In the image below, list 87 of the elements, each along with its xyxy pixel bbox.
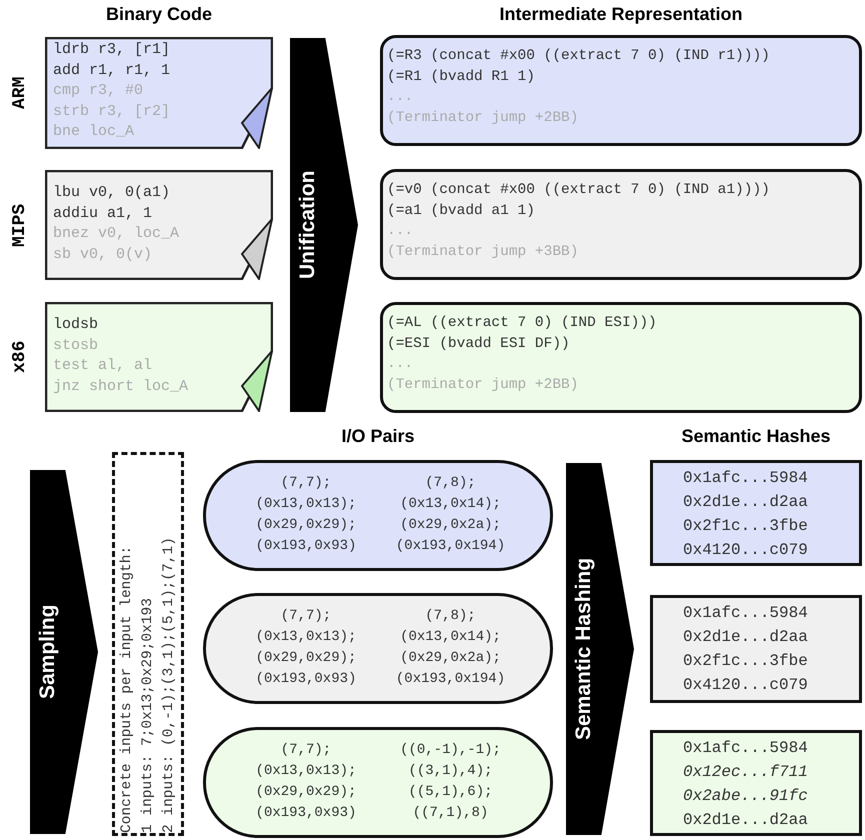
hash-value: 0x1afc...5984 (683, 739, 808, 757)
code-line: bne loc_A (53, 123, 134, 140)
hash-value: 0x1afc...5984 (683, 469, 808, 487)
value-pair: (0x13,0x13); (254, 629, 358, 645)
value-pair: (0x13,0x13); (254, 763, 358, 779)
stage-label: Unification (296, 170, 320, 282)
value-pair: ((5,1),6); (407, 784, 494, 800)
value-pair: (0x29,0x29); (254, 784, 358, 800)
value-pair: (7,8); (424, 608, 477, 624)
column-heading: I/O Pairs (340, 426, 416, 447)
code-line: (=AL ((extract 7 0) (IND ESI))) (387, 315, 657, 331)
code-line: stosb (53, 336, 98, 354)
value-pair: (0x193,0x194) (394, 538, 506, 554)
note-text: 2 inputs: (0,-1);(3,1);(5,1);(7,1) (160, 536, 178, 833)
code-line: ... (387, 356, 414, 372)
code-line: lbu v0, 0(a1) (53, 184, 170, 201)
column-heading: Binary Code (104, 4, 214, 25)
code-line: ... (387, 89, 414, 105)
value-pair: (0x29,0x29); (254, 650, 358, 666)
ir-card (380, 35, 862, 146)
value-pair: (0x193,0x93) (254, 805, 358, 821)
row-label: ARM (10, 76, 30, 112)
value-pair: (0x29,0x29); (254, 517, 358, 533)
value-pair: (7,7); (280, 608, 332, 624)
row-label: x86 (10, 340, 30, 376)
code-listing-card (45, 170, 273, 280)
code-listing-card (45, 302, 273, 412)
dashed-frame (112, 452, 184, 836)
value-pair: (0x13,0x13); (254, 496, 358, 512)
hash-value: 0x2d1e...d2aa (683, 493, 808, 511)
note-text: Concrete inputs per input length: (118, 544, 136, 833)
value-pair: (0x13,0x14); (399, 629, 502, 645)
code-line: cmp r3, #0 (53, 82, 144, 99)
code-line: (=a1 (bvadd a1 1) (387, 202, 535, 218)
code-line: (=R3 (concat #x00 ((extract 7 0) (IND r1)))) (387, 48, 770, 64)
code-line: add r1, r1, 1 (53, 62, 170, 78)
value-pair: (0x29,0x2a); (399, 650, 502, 666)
column-heading: Semantic Hashes (680, 426, 832, 447)
hash-value: 0x4120...c079 (683, 676, 808, 694)
code-line: (=ESI (bvadd ESI DF)) (387, 336, 570, 352)
code-line: sb v0, 0(v) (53, 246, 152, 262)
value-pair: ((7,1),8) (412, 805, 490, 821)
ir-card (380, 169, 862, 280)
code-line: bnez v0, loc_A (53, 225, 180, 242)
value-pair: (0x29,0x2a); (399, 517, 502, 533)
code-line: (Terminator jump +2BB) (387, 376, 578, 392)
code-listing-card (45, 37, 273, 149)
value-pair: (0x193,0x93) (254, 538, 358, 554)
hash-value: 0x12ec...f711 (683, 763, 808, 781)
process-arrow (30, 470, 98, 834)
code-line: test al, al (53, 357, 152, 374)
code-line: lodsb (53, 316, 98, 333)
note-text: 1 inputs: 7;0x13;0x29;0x193 (139, 597, 157, 833)
ir-card (380, 302, 862, 413)
value-pair: ((0,-1),-1); (399, 742, 502, 758)
row-label: MIPS (10, 202, 30, 249)
stage-label: Semantic Hashing (572, 556, 596, 742)
hash-value: 0x2abe...91fc (683, 787, 808, 805)
process-arrow (566, 463, 634, 835)
value-pair: (7,7); (280, 742, 332, 758)
hash-value: 0x4120...c079 (683, 541, 808, 559)
stage-label: Sampling (36, 604, 60, 702)
code-line: jnz short loc_A (53, 378, 188, 394)
hash-value: 0x2f1c...3fbe (683, 652, 808, 670)
code-line: strb r3, [r2] (53, 102, 170, 120)
value-pair: (0x193,0x93) (254, 671, 358, 687)
code-line: ldrb r3, [r1] (53, 41, 170, 58)
hash-card (650, 730, 862, 836)
value-pair: ((3,1),4); (407, 763, 494, 779)
hash-card (650, 460, 862, 566)
code-line: addiu a1, 1 (53, 204, 152, 222)
hash-value: 0x2d1e...d2aa (683, 811, 808, 829)
code-line: (=R1 (bvadd R1 1) (387, 68, 535, 84)
code-line: ... (387, 223, 414, 239)
value-pair: (0x193,0x194) (394, 671, 506, 687)
hash-card (650, 595, 862, 703)
value-pair: (7,8); (424, 475, 477, 491)
process-arrow (290, 38, 358, 412)
value-pair: (0x13,0x14); (399, 496, 502, 512)
hash-value: 0x1afc...5984 (683, 604, 808, 622)
code-line: (Terminator jump +3BB) (387, 244, 578, 260)
code-line: (=v0 (concat #x00 ((extract 7 0) (IND a1)))) (387, 182, 770, 198)
hash-value: 0x2d1e...d2aa (683, 628, 808, 646)
column-heading: Intermediate Representation (498, 4, 744, 25)
hash-value: 0x2f1c...3fbe (683, 517, 808, 535)
value-pair: (7,7); (280, 475, 332, 491)
code-line: (Terminator jump +2BB) (387, 110, 578, 126)
